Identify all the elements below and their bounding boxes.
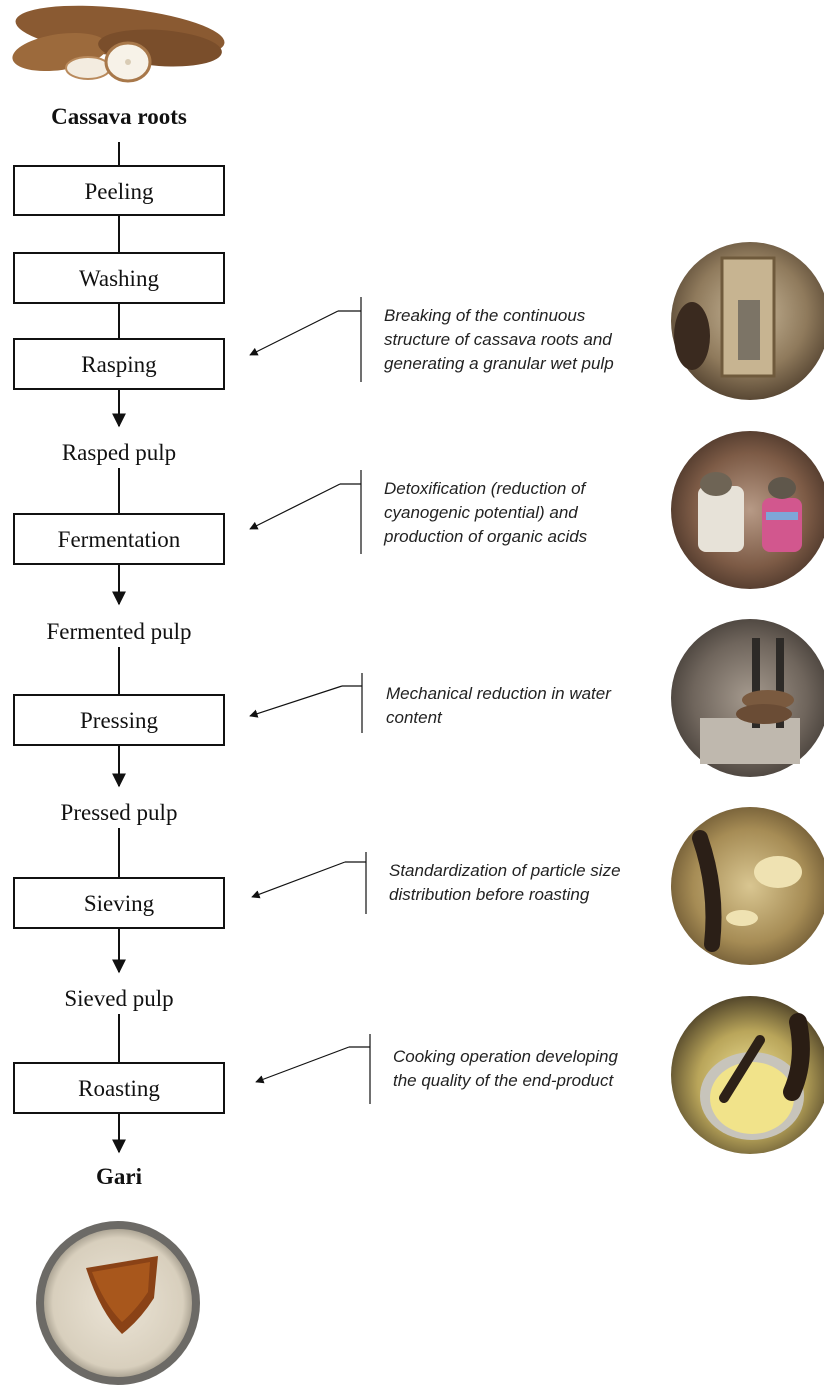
step-label: Fermentation — [58, 527, 181, 552]
gari-image — [36, 1221, 200, 1385]
fermentation-photo — [671, 431, 824, 589]
output-label: Gari — [96, 1164, 143, 1189]
intermediate-rasped-pulp: Rasped pulp — [62, 440, 176, 465]
note-fermentation: Detoxification (reduction of cyanogenic … — [383, 479, 590, 546]
step-pressing: Pressing — [13, 694, 225, 746]
step-washing: Washing — [13, 252, 225, 304]
annotation-fermentation: Detoxification (reduction of cyanogenic … — [249, 470, 590, 554]
sieving-photo — [671, 807, 824, 965]
rasping-photo — [671, 242, 824, 400]
note-sieving: Standardization of particle size distrib… — [389, 861, 625, 904]
intermediate-pressed-pulp: Pressed pulp — [61, 800, 178, 825]
step-label: Roasting — [78, 1076, 160, 1101]
step-label: Washing — [79, 266, 159, 291]
step-fermentation: Fermentation — [13, 513, 225, 565]
step-roasting: Roasting — [13, 1062, 225, 1114]
note-pressing: Mechanical reduction in water content — [386, 684, 616, 727]
annotation-rasping: Breaking of the continuous structure of … — [249, 297, 616, 382]
annotation-sieving: Standardization of particle size distrib… — [251, 852, 625, 914]
intermediate-fermented-pulp: Fermented pulp — [47, 619, 192, 644]
step-label: Peeling — [85, 179, 154, 204]
pressing-photo — [671, 619, 824, 777]
note-roasting: Cooking operation developing the quality… — [393, 1047, 623, 1090]
roasting-photo — [671, 996, 824, 1154]
intermediate-sieved-pulp: Sieved pulp — [64, 986, 173, 1011]
annotation-roasting: Cooking operation developing the quality… — [255, 1034, 623, 1104]
step-label: Sieving — [84, 891, 155, 916]
step-rasping: Rasping — [13, 338, 225, 390]
annotation-pressing: Mechanical reduction in water content — [249, 673, 616, 733]
note-rasping: Breaking of the continuous structure of … — [384, 306, 616, 373]
step-label: Pressing — [80, 708, 158, 733]
step-label: Rasping — [81, 352, 157, 377]
step-peeling: Peeling — [13, 165, 225, 216]
cassava-roots-image — [12, 5, 225, 83]
input-label: Cassava roots — [51, 104, 187, 129]
step-sieving: Sieving — [13, 877, 225, 929]
